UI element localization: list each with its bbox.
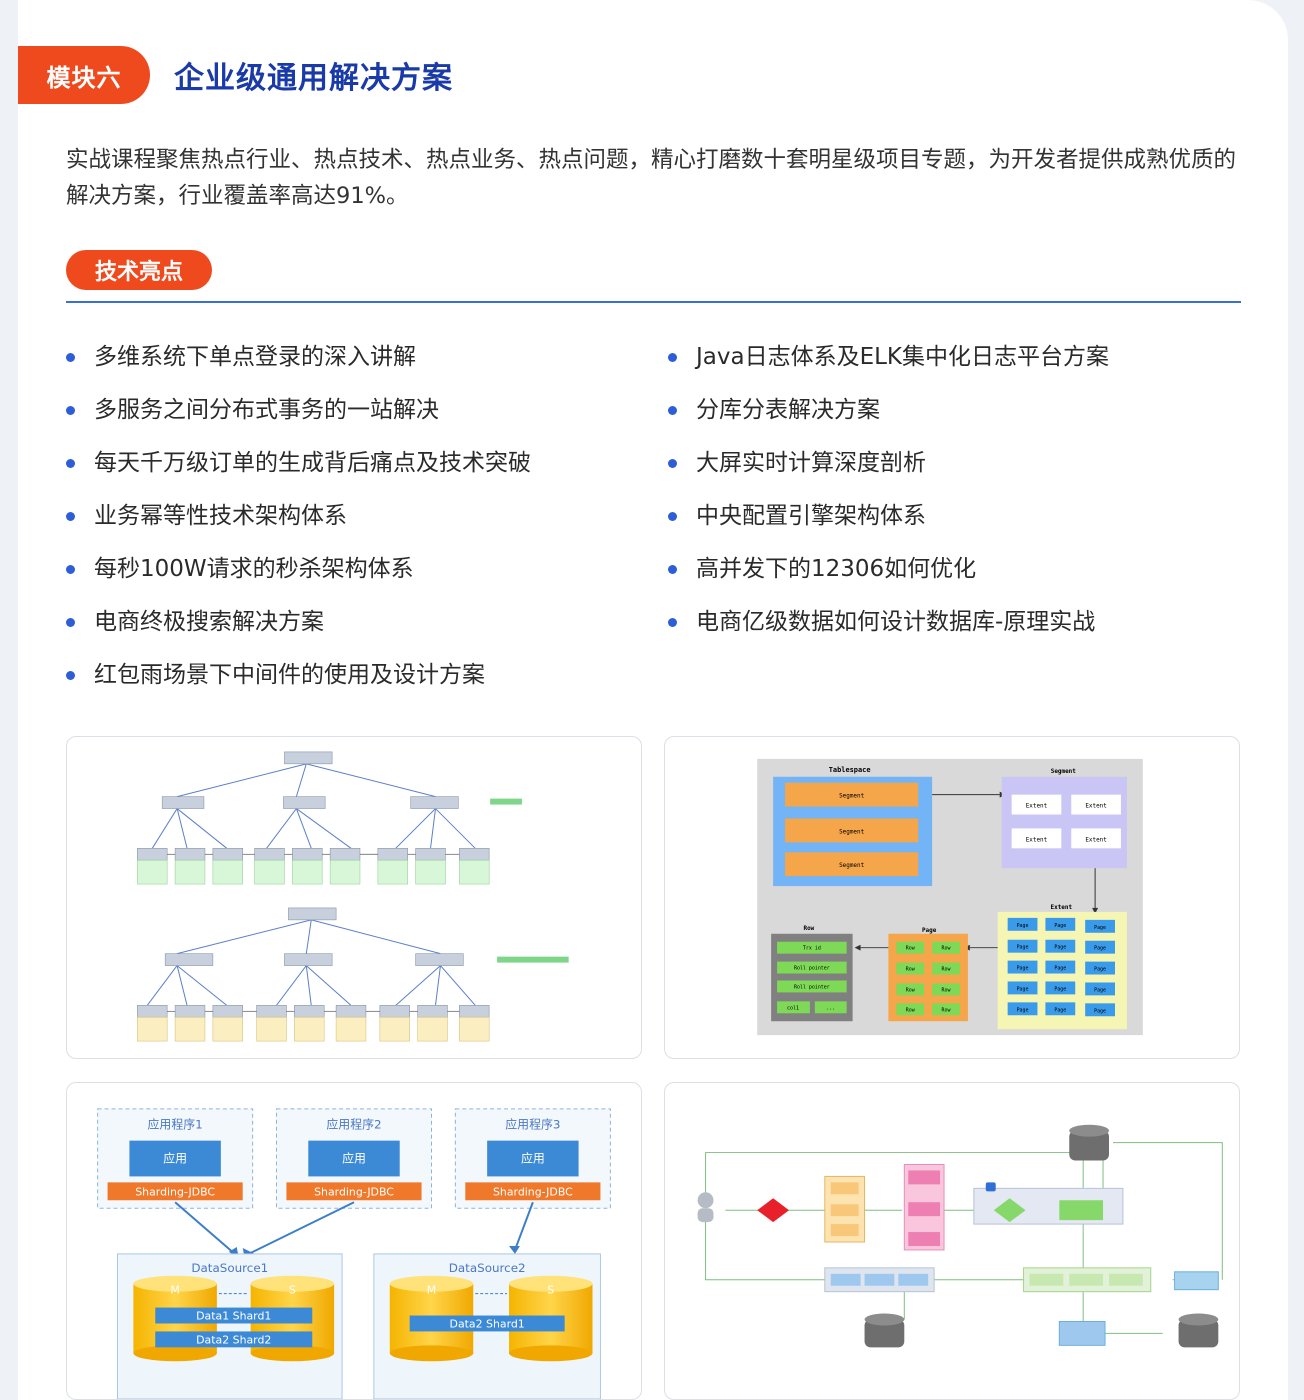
tablespace-diagram: Tablespace Segment Segment Segment Segme…: [664, 736, 1240, 1059]
list-item: 多维系统下单点登录的深入讲解: [66, 336, 531, 389]
module-card: 模块六 企业级通用解决方案 实战课程聚焦热点行业、热点技术、热点业务、热点问题，…: [18, 0, 1288, 1400]
app-label: 应用: [342, 1151, 366, 1165]
page-label: Page: [1094, 987, 1106, 993]
row-field-label: Trx id: [803, 946, 821, 952]
tablespace-illustration: Tablespace Segment Segment Segment Segme…: [757, 758, 1143, 1036]
list-item: 电商终极搜索解决方案: [66, 601, 531, 654]
page-label: Page: [1054, 986, 1066, 992]
row-field-label: col1: [787, 1005, 799, 1011]
list-item: 中央配置引擎架构体系: [668, 495, 1109, 548]
page-label: Page: [1017, 966, 1029, 972]
app-title: 应用程序1: [148, 1118, 203, 1132]
list-item: Java日志体系及ELK集中化日志平台方案: [668, 336, 1109, 389]
page-label: Page: [1017, 986, 1029, 992]
highlights-divider: [66, 301, 1241, 303]
tablespace-title: Tablespace: [829, 766, 871, 774]
btree-illustration: [137, 751, 569, 1042]
master-label: M: [170, 1284, 179, 1297]
list-item: 多服务之间分布式事务的一站解决: [66, 389, 531, 442]
highlights-list-right: Java日志体系及ELK集中化日志平台方案 分库分表解决方案 大屏实时计算深度剖…: [668, 336, 1109, 654]
list-item: 每天千万级订单的生成背后痛点及技术突破: [66, 442, 531, 495]
app-title: 应用程序3: [505, 1118, 560, 1132]
app-label: 应用: [163, 1151, 187, 1165]
highlights-list-left: 多维系统下单点登录的深入讲解 多服务之间分布式事务的一站解决 每天千万级订单的生…: [66, 336, 531, 707]
btree-index-diagram: [66, 736, 642, 1059]
row-field-label: Roll pointer: [794, 984, 830, 990]
page-label: Page: [1017, 1007, 1029, 1013]
extent-label: Extent: [1026, 836, 1048, 843]
page-title: Page: [922, 927, 937, 934]
shard-label: Data2 Shard1: [450, 1317, 525, 1330]
jdbc-label: Sharding-JDBC: [493, 1185, 573, 1198]
datasource-title: DataSource1: [191, 1261, 268, 1275]
page-label: Page: [1017, 923, 1029, 929]
list-item: 业务幂等性技术架构体系: [66, 495, 531, 548]
app-label: 应用: [521, 1151, 545, 1165]
page-label: Page: [1054, 966, 1066, 972]
segment-label: Segment: [839, 793, 864, 800]
page-label: Page: [1054, 945, 1066, 951]
row-label: Row: [942, 967, 951, 973]
jdbc-label: Sharding-JDBC: [135, 1185, 215, 1198]
app-title: 应用程序2: [326, 1118, 381, 1132]
highlights-tag: 技术亮点: [66, 250, 212, 290]
extent-label: Extent: [1085, 803, 1107, 810]
page-label: Page: [1094, 967, 1106, 973]
page-label: Page: [1094, 925, 1106, 931]
slave-label: S: [289, 1284, 296, 1297]
row-title: Row: [804, 925, 815, 932]
intro-text: 实战课程聚焦热点行业、热点技术、热点业务、热点问题，精心打磨数十套明星级项目专题…: [66, 147, 1237, 209]
shard-label: Data1 Shard1: [196, 1310, 271, 1323]
row-label: Row: [906, 946, 915, 952]
flow-illustration: [697, 1124, 1223, 1348]
list-item: 每秒100W请求的秒杀架构体系: [66, 548, 531, 601]
row-field-label: ...: [826, 1005, 835, 1011]
list-item: 红包雨场景下中间件的使用及设计方案: [66, 654, 531, 707]
list-item: 高并发下的12306如何优化: [668, 548, 1109, 601]
row-label: Row: [906, 1007, 915, 1013]
segment-label: Segment: [839, 828, 864, 835]
module-tag: 模块六: [18, 46, 150, 104]
jdbc-label: Sharding-JDBC: [314, 1185, 394, 1198]
page-label: Page: [1017, 945, 1029, 951]
list-item: 大屏实时计算深度剖析: [668, 442, 1109, 495]
row-label: Row: [906, 987, 915, 993]
page-label: Page: [1094, 946, 1106, 952]
list-item: 分库分表解决方案: [668, 389, 1109, 442]
extent-label: Extent: [1026, 803, 1048, 810]
extent-title: Extent: [1051, 904, 1073, 911]
segment-title: Segment: [1051, 768, 1077, 775]
segment-label: Segment: [839, 862, 864, 869]
page-label: Page: [1054, 923, 1066, 929]
master-label: M: [427, 1284, 436, 1297]
module-header: 模块六 企业级通用解决方案: [18, 46, 453, 104]
sharding-illustration: 应用程序1 应用程序2 应用程序3 应用 应用 应用 Sharding-JDBC…: [97, 1108, 611, 1399]
row-field-label: Roll pointer: [794, 966, 830, 972]
row-label: Row: [942, 1007, 951, 1013]
list-item: 电商亿级数据如何设计数据库-原理实战: [668, 601, 1109, 654]
slave-label: S: [547, 1284, 554, 1297]
order-flow-diagram: [664, 1082, 1240, 1400]
datasource-title: DataSource2: [449, 1261, 526, 1275]
extent-label: Extent: [1085, 836, 1107, 843]
row-label: Row: [942, 987, 951, 993]
shard-label: Data2 Shard2: [196, 1333, 271, 1346]
page-label: Page: [1094, 1008, 1106, 1014]
sharding-jdbc-diagram: 应用程序1 应用程序2 应用程序3 应用 应用 应用 Sharding-JDBC…: [66, 1082, 642, 1400]
page-label: Page: [1054, 1007, 1066, 1013]
row-label: Row: [942, 946, 951, 952]
module-title: 企业级通用解决方案: [174, 61, 453, 96]
row-label: Row: [906, 967, 915, 973]
